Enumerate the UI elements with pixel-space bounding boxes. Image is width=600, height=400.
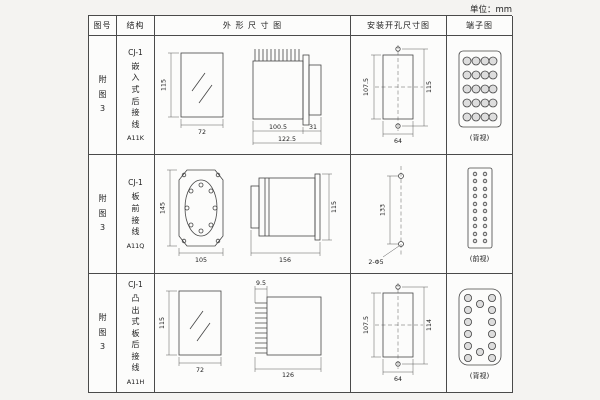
terminal-drawing-a11k bbox=[458, 50, 501, 128]
outline-cell-r3: 115 72 9.5 126 bbox=[155, 274, 351, 393]
dim-label-total-d: 126 bbox=[281, 372, 293, 379]
terminal-cell-r1: (背视) bbox=[447, 36, 513, 155]
model-label: CJ-1 bbox=[128, 178, 143, 188]
dim-label-flange: 31 bbox=[308, 124, 316, 131]
dim-label-hole-pitch: 133 bbox=[379, 204, 386, 216]
mounting-cell-r1: 107.5 115 64 bbox=[351, 36, 447, 155]
dim-label-cut-h: 107.5 bbox=[363, 78, 370, 96]
dim-label-front-w: 72 bbox=[195, 367, 203, 374]
header-terminal: 端子图 bbox=[447, 16, 513, 36]
outline-cell-r2: 145 105 156 115 bbox=[155, 155, 351, 274]
figure-no-cell-r3: 附图3 bbox=[89, 274, 117, 393]
structure-desc: 嵌入式后接线 bbox=[131, 61, 140, 129]
unit-label: 单位：mm bbox=[469, 5, 512, 15]
figure-no-text: 附图3 bbox=[98, 194, 107, 233]
figure-no-cell-r1: 附图3 bbox=[89, 36, 117, 155]
outline-drawing-a11k: 115 72 100.5 31 122.5 bbox=[160, 49, 321, 145]
dim-label-total-d: 122.5 bbox=[277, 136, 295, 143]
structure-cell-r3: CJ-1 凸出式板后接线 A11H bbox=[117, 274, 155, 393]
model-code: A11H bbox=[126, 378, 145, 387]
outline-cell-r1: 115 72 100.5 31 122.5 bbox=[155, 36, 351, 155]
figure-no-text: 附图3 bbox=[98, 75, 107, 114]
structure-desc: 板前接线 bbox=[131, 192, 140, 237]
dim-label-cut-h: 107.5 bbox=[363, 316, 370, 334]
mounting-drawing-a11k: 107.5 115 64 bbox=[363, 45, 433, 145]
dim-label-cut-w: 64 bbox=[393, 138, 401, 145]
spec-table: 图号 结构 外 形 尺 寸 图 安装开孔尺寸图 端子图 附图3 CJ-1 嵌入式… bbox=[88, 15, 513, 393]
dim-label-front-w: 105 bbox=[194, 257, 206, 264]
terminal-view-label: (背视) bbox=[469, 134, 490, 142]
dim-label-front-h: 115 bbox=[160, 79, 167, 91]
mounting-drawing-a11h: 107.5 114 64 bbox=[363, 283, 433, 383]
dim-label-body-d: 156 bbox=[278, 257, 290, 264]
terminal-view-label: (背视) bbox=[469, 372, 490, 380]
structure-cell-r1: CJ-1 嵌入式后接线 A11K bbox=[117, 36, 155, 155]
model-label: CJ-1 bbox=[128, 279, 143, 289]
structure-cell-r2: CJ-1 板前接线 A11Q bbox=[117, 155, 155, 274]
dim-label-hole-note: 2-Φ5 bbox=[368, 259, 383, 266]
dim-label-body-d: 100.5 bbox=[268, 124, 286, 131]
dim-label-front-h: 115 bbox=[159, 317, 166, 329]
model-code: A11K bbox=[127, 134, 144, 143]
header-figure-no: 图号 bbox=[89, 16, 117, 36]
outline-drawing-a11h: 115 72 9.5 126 bbox=[159, 280, 321, 379]
figure-no-text: 附图3 bbox=[98, 313, 107, 352]
dim-label-cut-w: 64 bbox=[393, 376, 401, 383]
dim-label-hole-h: 114 bbox=[426, 319, 433, 331]
dim-label-front-w: 72 bbox=[197, 129, 205, 136]
header-structure: 结构 bbox=[117, 16, 155, 36]
mounting-cell-r2: 133 2-Φ5 bbox=[351, 155, 447, 274]
terminal-view-label: (前视) bbox=[469, 255, 490, 263]
outline-drawing-a11q: 145 105 156 115 bbox=[159, 169, 338, 264]
header-mounting: 安装开孔尺寸图 bbox=[351, 16, 447, 36]
dim-label-front-h: 145 bbox=[159, 202, 166, 214]
dim-label-side-h: 115 bbox=[331, 201, 338, 213]
terminal-cell-r2: (前视) bbox=[447, 155, 513, 274]
model-code: A11Q bbox=[126, 241, 145, 250]
terminal-drawing-a11q bbox=[467, 167, 492, 249]
figure-no-cell-r2: 附图3 bbox=[89, 155, 117, 274]
structure-desc: 凸出式板后接线 bbox=[131, 293, 140, 373]
dim-label-hole-h: 115 bbox=[426, 81, 433, 93]
terminal-cell-r3: (背视) bbox=[447, 274, 513, 393]
model-label: CJ-1 bbox=[128, 47, 143, 57]
terminal-drawing-a11h bbox=[458, 288, 501, 366]
header-outline: 外 形 尺 寸 图 bbox=[155, 16, 351, 36]
mounting-drawing-a11q: 133 2-Φ5 bbox=[368, 166, 404, 266]
mounting-cell-r3: 107.5 114 64 bbox=[351, 274, 447, 393]
dim-label-pin-d: 9.5 bbox=[255, 280, 265, 287]
